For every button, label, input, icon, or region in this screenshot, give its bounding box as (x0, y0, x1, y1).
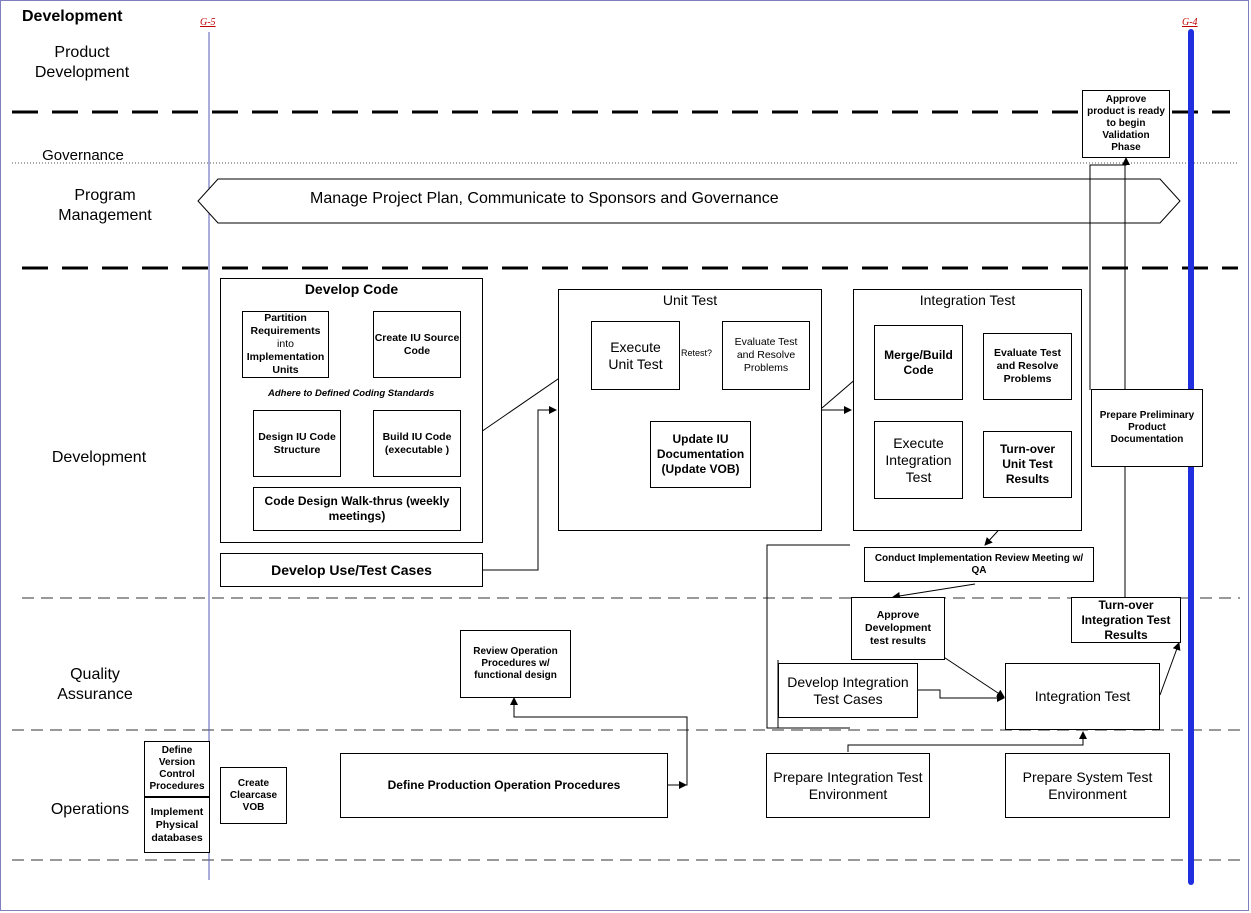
prepare-integration-env-box: Prepare Integration Test Environment (766, 753, 930, 818)
preliminary-documentation-box: Prepare Preliminary Product Documentatio… (1091, 389, 1203, 467)
approve-development-box: Approve Development test results (851, 597, 945, 660)
merge-build-box: Merge/Build Code (874, 325, 963, 400)
lane-label-development: Development (51, 449, 147, 466)
create-clearcase-box: Create Clearcase VOB (220, 767, 287, 824)
build-code-box: Build IU Code (executable ) (373, 410, 461, 477)
define-version-control-box: Define Version Control Procedures (144, 741, 210, 797)
unit-test-title: Unit Test (662, 292, 718, 308)
use-test-cases-box: Develop Use/Test Cases (220, 553, 483, 587)
integration-test-group-title: Integration Test (919, 292, 1016, 308)
implement-databases-box: Implement Physical databases (144, 797, 210, 853)
develop-integration-cases-box: Develop Integration Test Cases (778, 663, 918, 718)
review-operation-procedures-box: Review Operation Procedures w/ functiona… (460, 630, 571, 698)
develop-code-title: Develop Code (304, 281, 399, 297)
design-code-structure-box: Design IU Code Structure (253, 410, 341, 477)
define-production-procedures-box: Define Production Operation Procedures (340, 753, 668, 818)
turnover-integration-results-box: Turn-over Integration Test Results (1071, 597, 1181, 643)
gate-label-g5: G-5 (200, 17, 216, 28)
lane-label-program-management: Program Management (58, 187, 152, 224)
partition-requirements-box: Partition Requirements into Implementati… (242, 311, 329, 378)
gate-label-g4: G-4 (1182, 17, 1198, 28)
integration-evaluate-box: Evaluate Test and Resolve Problems (983, 333, 1072, 400)
create-source-code-box: Create IU Source Code (373, 311, 461, 378)
lane-label-operations: Operations (50, 801, 130, 818)
retest-label: Retest? (681, 348, 713, 358)
execute-unit-test-box: Execute Unit Test (591, 321, 680, 390)
lane-label-product-development: Product Development (34, 44, 130, 81)
qa-integration-test-box: Integration Test (1005, 663, 1160, 730)
page-title: Development (22, 8, 123, 25)
lane-label-quality-assurance: Quality Assurance (57, 666, 133, 703)
implementation-review-box: Conduct Implementation Review Meeting w/… (864, 547, 1094, 582)
code-walkthrus-box: Code Design Walk-thrus (weekly meetings) (253, 487, 461, 531)
update-documentation-box: Update IU Documentation (Update VOB) (650, 421, 751, 488)
prepare-system-env-box: Prepare System Test Environment (1005, 753, 1170, 818)
lane-label-governance: Governance (42, 147, 124, 164)
program-management-bar (197, 178, 1181, 224)
approve-validation-box: Approve product is ready to begin Valida… (1082, 90, 1170, 158)
execute-integration-test-box: Execute Integration Test (874, 421, 963, 499)
coding-standards-note: Adhere to Defined Coding Standards (268, 388, 435, 399)
unit-evaluate-box: Evaluate Test and Resolve Problems (722, 321, 810, 390)
turnover-unit-results-box: Turn-over Unit Test Results (983, 431, 1072, 498)
program-management-label: Manage Project Plan, Communicate to Spon… (310, 190, 779, 207)
